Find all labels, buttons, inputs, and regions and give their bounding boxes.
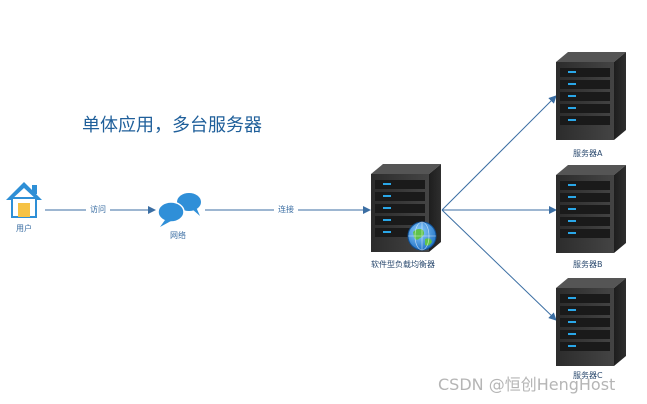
diagram-title: 单体应用，多台服务器 <box>82 115 262 136</box>
watermark: CSDN @恒创HengHost <box>438 375 615 394</box>
house-icon <box>6 182 42 218</box>
server-icon <box>556 165 626 253</box>
server-icon <box>556 52 626 140</box>
node-label-server-c: 服务器C <box>573 370 603 380</box>
edge-lb-to-server-a <box>441 95 557 211</box>
server-with-globe-icon <box>371 164 441 252</box>
node-label-network: 网络 <box>170 230 186 240</box>
node-label-server-a: 服务器A <box>573 148 603 158</box>
edge-label-connect: 连接 <box>278 204 294 214</box>
server-icon <box>556 278 626 366</box>
node-label-server-b: 服务器B <box>573 259 603 269</box>
edge-label-visit: 访问 <box>90 204 106 214</box>
node-label-load-balancer: 软件型负载均衡器 <box>371 259 435 269</box>
chat-bubbles-icon <box>157 193 201 227</box>
edge-lb-to-server-c <box>441 209 557 321</box>
node-label-user: 用户 <box>16 223 32 233</box>
